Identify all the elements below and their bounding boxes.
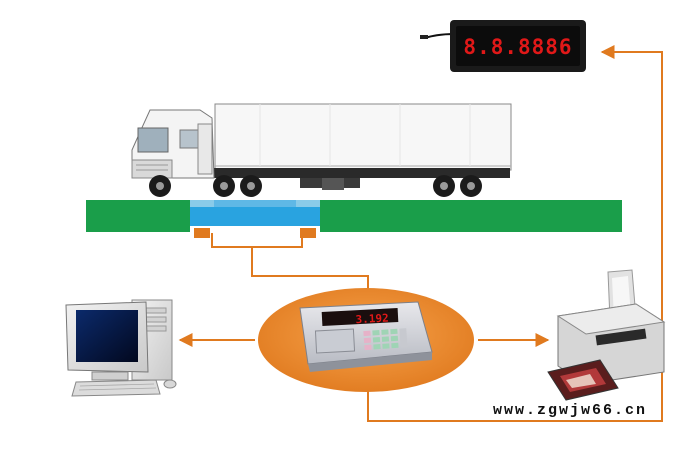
loadcell-to-indicator-line — [211, 233, 303, 248]
indicator-to-display-arrow — [367, 45, 663, 422]
weighing-indicator-icon: 3.192 — [299, 301, 433, 372]
weighing-indicator-group: 3.192 — [258, 288, 474, 392]
indicator-reading: 3.192 — [355, 312, 389, 327]
truck-icon — [131, 103, 512, 197]
connection-lines — [178, 45, 663, 422]
printer-icon — [547, 269, 666, 401]
ground-right — [320, 200, 622, 232]
indicator-keypad — [363, 328, 408, 351]
large-display-reading: 8.8.8886 — [463, 35, 572, 59]
computer-icon — [65, 299, 177, 397]
load-cell-left — [194, 228, 210, 238]
remote-display-icon: 8.8.8886 — [420, 20, 586, 72]
load-cell-right — [300, 228, 316, 238]
ground-left — [86, 200, 190, 232]
watermark-text: www.zgwjw66.cn — [493, 402, 647, 419]
junction-to-ellipse-line — [251, 247, 369, 298]
weighing-platform — [190, 207, 320, 226]
weighbridge — [86, 200, 622, 238]
